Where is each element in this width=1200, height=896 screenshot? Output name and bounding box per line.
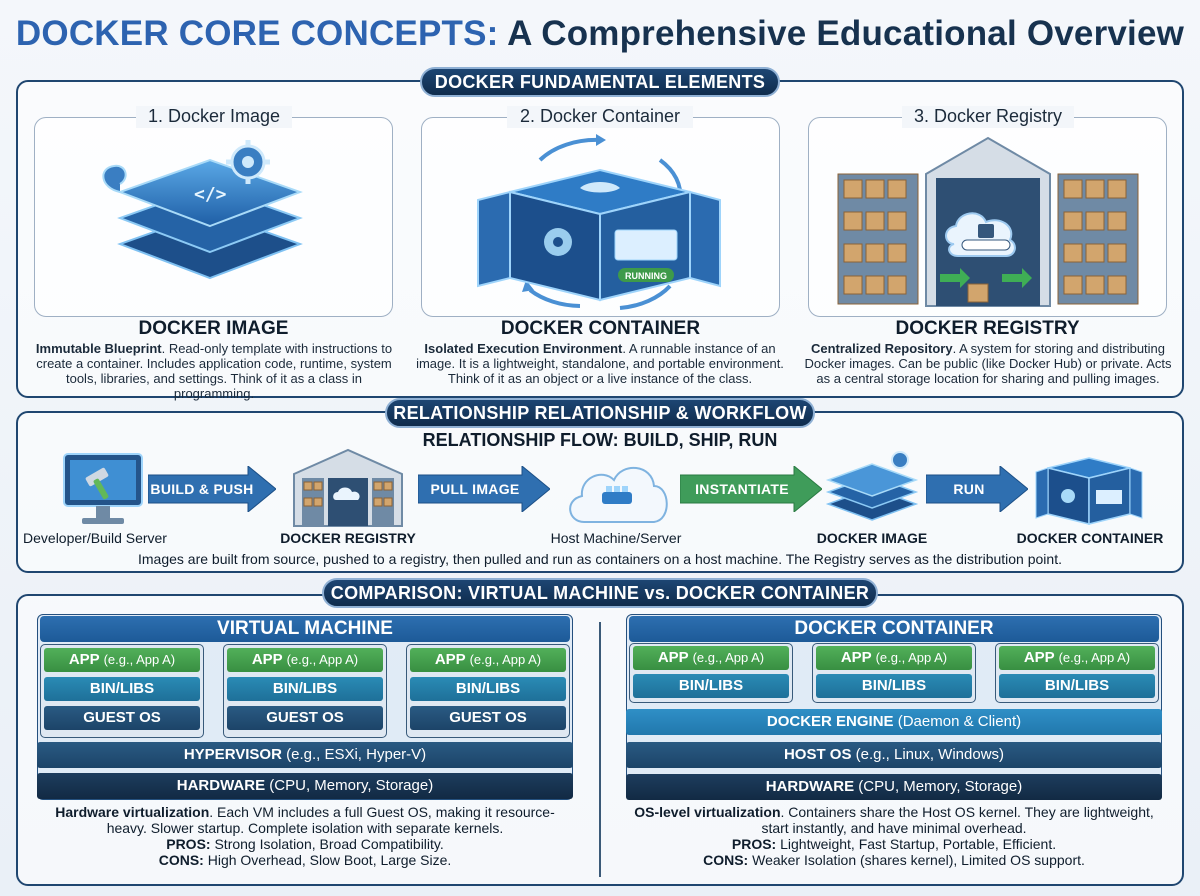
arrow-pull-image xyxy=(418,466,550,512)
image-layers-icon: </> xyxy=(102,140,303,280)
card-heading-registry: DOCKER REGISTRY xyxy=(895,318,1080,339)
docker-bin-1: BIN/LIBS xyxy=(633,674,789,698)
docker-description: OS-level virtualization. Containers shar… xyxy=(634,804,1154,868)
node-image-label: DOCKER IMAGE xyxy=(816,530,928,546)
container-cube-icon: RUNNING xyxy=(477,134,721,310)
card-lead-image: Immutable Blueprint xyxy=(35,341,162,356)
docker-title: DOCKER CONTAINER xyxy=(629,616,1159,642)
arrow-instantiate-label: INSTANTIATE xyxy=(695,481,789,497)
docker-app-2: APP (e.g., App A) xyxy=(816,646,972,670)
docker-app-1: APP (e.g., App A) xyxy=(633,646,789,670)
workflow-caption: Images are built from source, pushed to … xyxy=(138,551,1062,567)
card-text-image: . Read-only template with instructions t… xyxy=(36,341,393,401)
page-title: DOCKER CORE CONCEPTS: A Comprehensive Ed… xyxy=(0,14,1200,54)
card-desc-registry: Centralized Repository. A system for sto… xyxy=(804,341,1172,386)
card-title-image: 1. Docker Image xyxy=(136,106,292,128)
vm-guest-2: GUEST OS xyxy=(227,706,383,730)
vm-guest-1: GUEST OS xyxy=(44,706,200,730)
developer-computer-icon xyxy=(63,453,143,524)
container-small-icon xyxy=(1035,457,1143,525)
vm-description: Hardware virtualization. Each VM include… xyxy=(55,804,555,868)
card-heading-image: DOCKER IMAGE xyxy=(138,318,289,339)
docker-app-3: APP (e.g., App A) xyxy=(999,646,1155,670)
arrow-instantiate xyxy=(680,466,822,512)
vm-app-2: APP (e.g., App A) xyxy=(227,648,383,672)
vm-bin-3: BIN/LIBS xyxy=(410,677,566,701)
vm-hardware: HARDWARE (CPU, Memory, Storage) xyxy=(37,773,573,799)
docker-engine: DOCKER ENGINE (Daemon & Client) xyxy=(626,709,1162,735)
vm-title: VIRTUAL MACHINE xyxy=(40,616,570,642)
card-text-container: . A runnable instance of an image. It is… xyxy=(416,341,784,386)
card-title-container: 2. Docker Container xyxy=(507,106,693,128)
host-cloud-icon xyxy=(569,466,668,523)
comparison-divider xyxy=(599,622,601,877)
node-registry-label: DOCKER REGISTRY xyxy=(280,530,416,546)
arrow-run-label: RUN xyxy=(953,481,985,497)
docker-bin-2: BIN/LIBS xyxy=(816,674,972,698)
arrow-run xyxy=(926,466,1028,512)
workflow-subtitle: RELATIONSHIP FLOW: BUILD, SHIP, RUN xyxy=(422,430,778,450)
docker-bin-3: BIN/LIBS xyxy=(999,674,1155,698)
vm-bin-2: BIN/LIBS xyxy=(227,677,383,701)
registry-warehouse-icon xyxy=(837,136,1139,307)
card-text-registry: . A system for storing and distributing … xyxy=(804,341,1172,386)
vm-app-1: APP (e.g., App A) xyxy=(44,648,200,672)
docker-host-os: HOST OS (e.g., Linux, Windows) xyxy=(626,742,1162,768)
fundamentals-pill: DOCKER FUNDAMENTAL ELEMENTS xyxy=(420,67,780,97)
node-host-label: Host Machine/Server xyxy=(550,530,682,546)
arrow-build-push-label: BUILD & PUSH xyxy=(150,481,254,497)
vm-guest-3: GUEST OS xyxy=(410,706,566,730)
workflow-pill: RELATIONSHIP RELATIONSHIP & WORKFLOW xyxy=(385,398,815,428)
vm-bin-1: BIN/LIBS xyxy=(44,677,200,701)
node-container-label: DOCKER CONTAINER xyxy=(1016,530,1164,546)
card-desc-container: Isolated Execution Environment. A runnab… xyxy=(416,341,784,386)
image-small-icon xyxy=(825,451,919,521)
card-heading-container: DOCKER CONTAINER xyxy=(500,318,701,339)
vm-app-3: APP (e.g., App A) xyxy=(410,648,566,672)
comparison-pill: COMPARISON: VIRTUAL MACHINE vs. DOCKER C… xyxy=(322,578,878,608)
card-lead-registry: Centralized Repository xyxy=(810,341,953,356)
registry-small-icon xyxy=(293,448,403,527)
card-title-registry: 3. Docker Registry xyxy=(902,106,1074,128)
svg-text:</>: </> xyxy=(194,184,227,205)
card-lead-container: Isolated Execution Environment xyxy=(424,341,623,356)
arrow-build-push xyxy=(148,466,276,512)
title-part-2: A Comprehensive Educational Overview xyxy=(507,14,1185,53)
vm-hypervisor: HYPERVISOR (e.g., ESXi, Hyper-V) xyxy=(37,742,573,768)
docker-hardware: HARDWARE (CPU, Memory, Storage) xyxy=(626,774,1162,800)
card-desc-image: Immutable Blueprint. Read-only template … xyxy=(30,341,398,401)
node-developer-label: Developer/Build Server xyxy=(23,530,167,546)
title-part-1: DOCKER CORE CONCEPTS: xyxy=(15,14,499,53)
running-badge: RUNNING xyxy=(625,271,667,281)
arrow-pull-image-label: PULL IMAGE xyxy=(430,481,520,497)
